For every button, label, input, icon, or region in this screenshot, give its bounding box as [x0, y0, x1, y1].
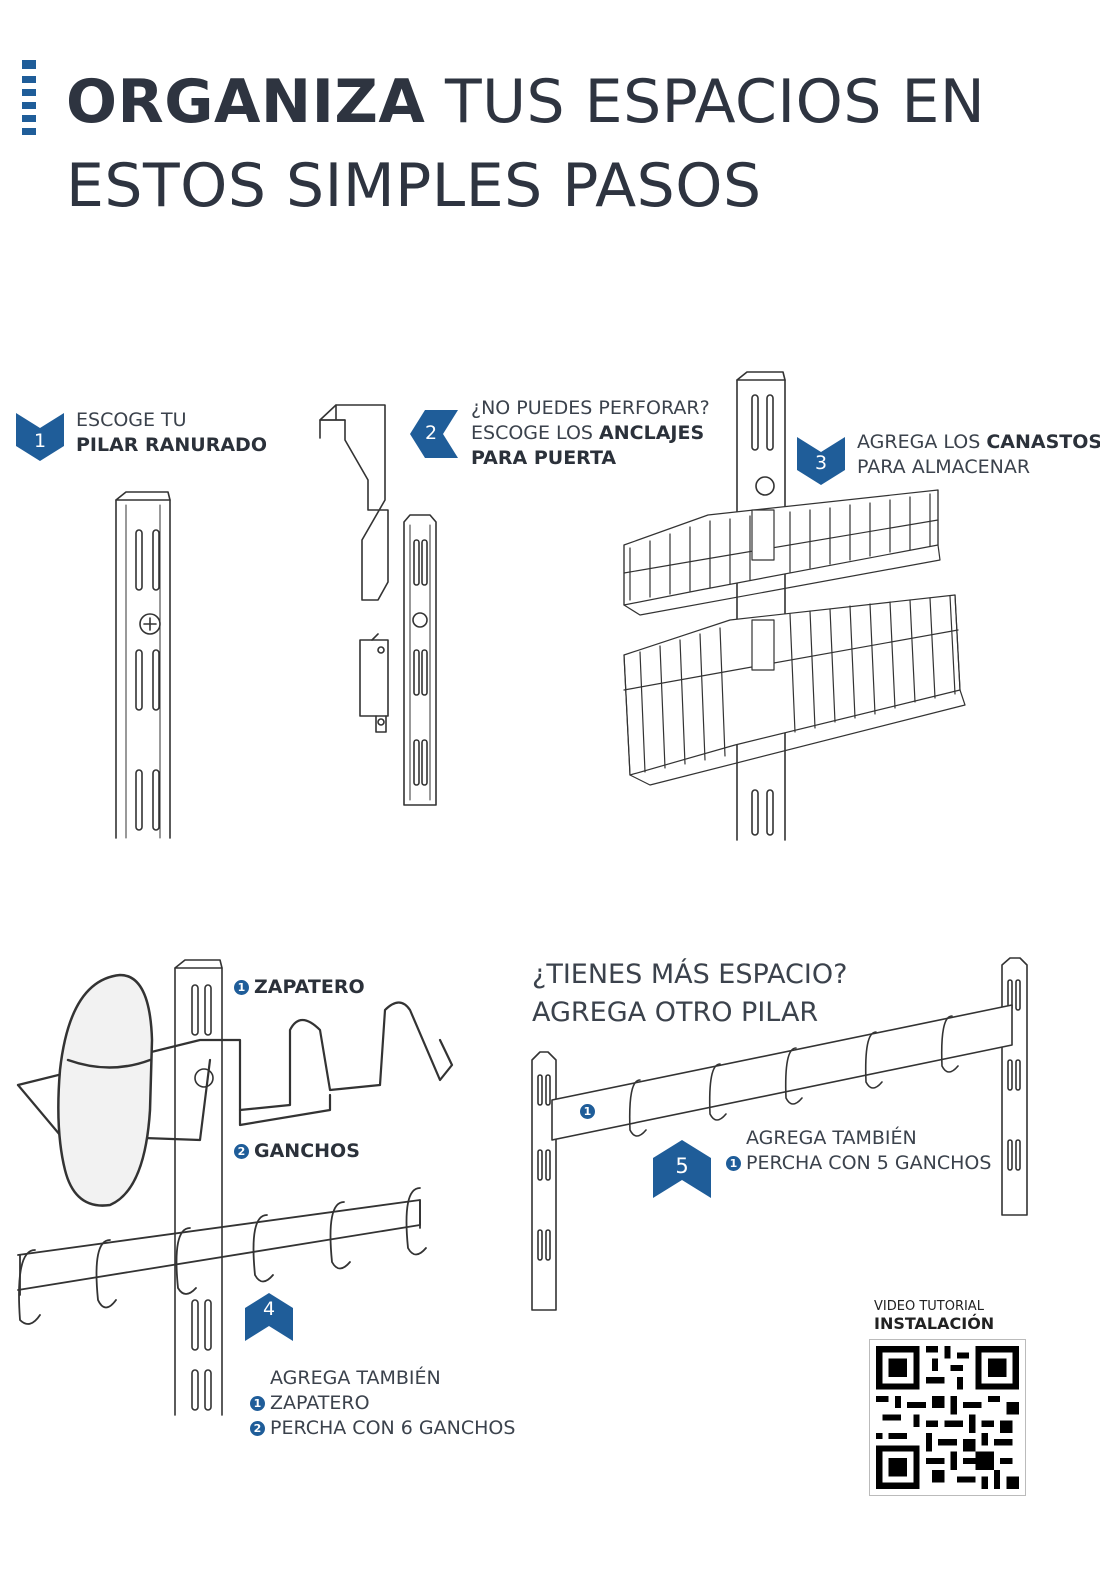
- label-zapatero: 1 ZAPATERO: [234, 976, 365, 998]
- step-5-title-line2: AGREGA OTRO PILAR: [532, 997, 819, 1028]
- marker-1c: 1: [580, 1104, 595, 1119]
- label-zapatero-text: ZAPATERO: [254, 976, 365, 998]
- page-title-line1: ORGANIZA TUS ESPACIOS EN: [66, 72, 985, 132]
- step-3-line1-bold: CANASTOS: [986, 431, 1100, 453]
- step-2-line2-bold: ANCLAJES: [599, 422, 705, 444]
- step-3-badge: [797, 437, 845, 485]
- step-4-item1: ZAPATERO: [270, 1392, 370, 1414]
- door-anchor: [319, 404, 389, 733]
- step-4-item2: PERCHA CON 6 GANCHOS: [270, 1417, 516, 1439]
- label-ganchos: 2 GANCHOS: [234, 1140, 360, 1162]
- rail-marker: 1: [580, 1104, 600, 1122]
- step-2-line1: ¿NO PUEDES PERFORAR?: [471, 397, 710, 419]
- step-4-number: 4: [262, 1298, 276, 1320]
- step-2-badge: [410, 410, 458, 458]
- shoe: [57, 973, 154, 1207]
- step-1-line2: PILAR RANURADO: [76, 434, 267, 456]
- step-2-line2-pre: ESCOGE LOS: [471, 422, 600, 444]
- qr-caption-line1: VIDEO TUTORIAL: [874, 1299, 984, 1314]
- step-2-text: ¿NO PUEDES PERFORAR? ESCOGE LOS ANCLAJES…: [471, 396, 710, 471]
- step-4-text: AGREGA TAMBIÉN 1 ZAPATERO 2 PERCHA CON 6 G…: [250, 1366, 515, 1441]
- step-5-title: ¿TIENES MÁS ESPACIO? AGREGA OTRO PILAR: [532, 956, 847, 1032]
- slotted-pillar-3: [736, 371, 786, 841]
- slotted-pillar-4: [174, 959, 223, 1416]
- hook-rail-5: [551, 1004, 1013, 1141]
- step-3-line1-pre: AGREGA LOS: [857, 431, 987, 453]
- slotted-pillar-1: [115, 491, 171, 839]
- marker-2: 2: [234, 1144, 249, 1159]
- step-4-badge: [245, 1293, 293, 1341]
- qr-code[interactable]: [869, 1339, 1026, 1496]
- step-2-number: 2: [424, 422, 438, 444]
- step-1-badge: [16, 413, 64, 461]
- step-5-text: AGREGA TAMBIÉN 1 PERCHA CON 5 GANCHOS: [726, 1126, 991, 1176]
- step-1-number: 1: [33, 430, 47, 452]
- title-rest: TUS ESPACIOS EN: [444, 67, 986, 137]
- marker-1: 1: [234, 980, 249, 995]
- step-2-line3: PARA PUERTA: [471, 447, 617, 469]
- slotted-pillar-5a: [531, 1051, 557, 1311]
- header-accent-bar: [22, 60, 36, 135]
- step-1-line1: ESCOGE TU: [76, 409, 187, 431]
- storage-basket-small: [623, 489, 941, 616]
- step-5-title-line1: ¿TIENES MÁS ESPACIO?: [532, 959, 848, 990]
- step-5-number: 5: [675, 1154, 689, 1178]
- step-3-text: AGREGA LOS CANASTOS PARA ALMACENAR: [857, 430, 1100, 480]
- step-3-line2: PARA ALMACENAR: [857, 456, 1031, 478]
- page-title-line2: ESTOS SIMPLES PASOS: [66, 151, 762, 221]
- step-5-intro: AGREGA TAMBIÉN: [746, 1127, 917, 1149]
- slotted-pillar-5b: [1001, 957, 1028, 1216]
- label-ganchos-text: GANCHOS: [254, 1140, 360, 1162]
- qr-caption-line2: INSTALACIÓN: [874, 1314, 995, 1333]
- hook-rail-6: [17, 1187, 427, 1325]
- step-4-intro: AGREGA TAMBIÉN: [270, 1367, 441, 1389]
- marker-1d: 1: [726, 1156, 741, 1171]
- slotted-pillar-2: [403, 514, 437, 806]
- step-5-item1: PERCHA CON 5 GANCHOS: [746, 1152, 992, 1174]
- marker-1b: 1: [250, 1396, 265, 1411]
- marker-2b: 2: [250, 1421, 265, 1436]
- storage-basket-large: [623, 594, 966, 786]
- step-3-number: 3: [814, 452, 828, 474]
- title-bold-word: ORGANIZA: [66, 67, 426, 137]
- step-1-text: ESCOGE TU PILAR RANURADO: [76, 408, 267, 458]
- step-5-badge: [653, 1140, 711, 1198]
- qr-code-image: [876, 1346, 1019, 1489]
